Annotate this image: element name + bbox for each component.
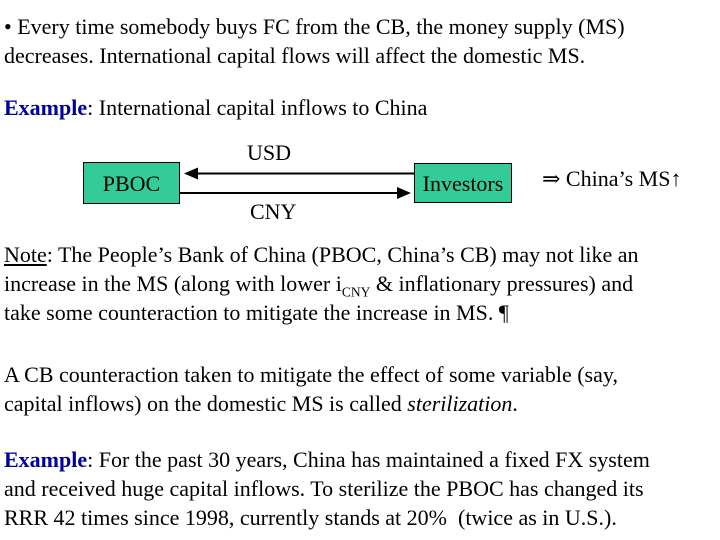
cny-subscript: CNY	[341, 284, 371, 300]
intro-paragraph: • Every time somebody buys FC from the C…	[4, 12, 718, 70]
diagram-result-text: ⇒ China’s MS↑	[542, 166, 682, 191]
investors-box: Investors	[414, 163, 512, 203]
intro-line-2: decreases. International capital flows w…	[4, 43, 586, 68]
example-1-paragraph: Example: International capital inflows t…	[4, 93, 718, 122]
example-1-label: Example	[4, 95, 88, 120]
usd-flow-label: USD	[247, 140, 292, 165]
sterilization-line-2-text-b: .	[512, 391, 518, 416]
example-2-line-1-text: : For the past 30 years, China has maint…	[87, 447, 650, 472]
example-1-line: Example: International capital inflows t…	[4, 93, 718, 122]
intro-line-1: • Every time somebody buys FC from the C…	[4, 14, 625, 39]
example-2-paragraph: Example: For the past 30 years, China ha…	[4, 445, 718, 532]
cny-flow-label: CNY	[250, 199, 297, 224]
note-line-2-text-a: increase in the MS (along with lower i	[4, 271, 342, 296]
note-line-2: increase in the MS (along with lower iCN…	[4, 269, 718, 300]
note-label: Note	[4, 242, 47, 267]
sterilization-line-2: capital inflows) on the domestic MS is c…	[4, 389, 718, 418]
sterilization-line-1: A CB counteraction taken to mitigate the…	[4, 362, 618, 387]
pboc-box: PBOC	[83, 162, 180, 204]
example-1-text: : International capital inflows to China	[87, 95, 428, 120]
note-line-3: take some counteraction to mitigate the …	[4, 300, 509, 325]
flow-arrows	[180, 167, 414, 199]
capital-flow-diagram: USD PBOC Investors CNY ⇒ China’s MS↑	[0, 138, 720, 238]
cny-arrowhead-right-icon	[397, 187, 411, 199]
note-line-1: Note: The People’s Bank of China (PBOC, …	[4, 240, 718, 269]
sterilization-line-2-text-a: capital inflows) on the domestic MS is c…	[4, 391, 408, 416]
note-line-1-text: : The People’s Bank of China (PBOC, Chin…	[46, 242, 639, 267]
example-2-line-1: Example: For the past 30 years, China ha…	[4, 445, 718, 474]
example-2-label: Example	[4, 447, 88, 472]
usd-arrowhead-left-icon	[184, 167, 198, 180]
example-2-line-2: and received huge capital inflows. To st…	[4, 476, 644, 501]
sterilization-paragraph: A CB counteraction taken to mitigate the…	[4, 360, 718, 418]
note-line-2-text-b: & inflationary pressures) and	[370, 271, 634, 296]
sterilization-term: sterilization	[407, 391, 513, 416]
example-2-line-3: RRR 42 times since 1998, currently stand…	[4, 505, 617, 530]
note-paragraph: Note: The People’s Bank of China (PBOC, …	[4, 240, 718, 327]
